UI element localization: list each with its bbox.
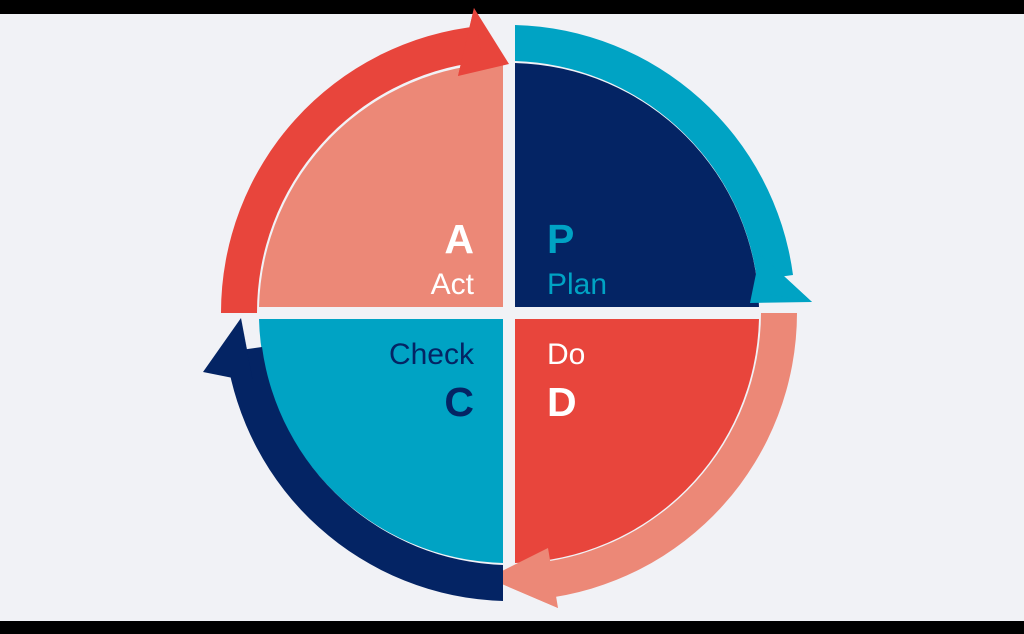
letterbox-bar-top (0, 0, 1024, 14)
quadrant-wedge-check[interactable] (259, 319, 503, 563)
plan-arc (515, 25, 793, 280)
check-word: Check (389, 338, 475, 371)
quadrant-wedge-do[interactable] (515, 319, 759, 563)
plan-letter: P (547, 216, 574, 262)
quadrant-wedge-plan[interactable] (515, 63, 759, 307)
act-arrow-head-notch (458, 8, 481, 76)
plan-arrow-head-notch (760, 254, 812, 302)
check-arrow-head-notch (241, 318, 253, 382)
check-letter: C (444, 379, 474, 425)
check-arrow[interactable] (203, 318, 503, 601)
act-word: Act (431, 268, 475, 301)
act-arc (220, 26, 480, 313)
check-arc (226, 347, 503, 601)
plan-arrow[interactable] (515, 25, 812, 303)
check-arrow-head (203, 318, 253, 382)
do-word: Do (547, 338, 585, 371)
do-arc (535, 313, 797, 599)
quadrant-wedge-act[interactable] (259, 63, 503, 307)
act-arrow[interactable] (220, 8, 509, 313)
do-arrow-head-notch (488, 578, 558, 608)
plan-word: Plan (547, 268, 607, 301)
letterbox-bar-bottom (0, 621, 1024, 634)
do-arrow[interactable] (488, 313, 797, 608)
act-letter: A (444, 216, 474, 262)
do-letter: D (547, 379, 577, 425)
